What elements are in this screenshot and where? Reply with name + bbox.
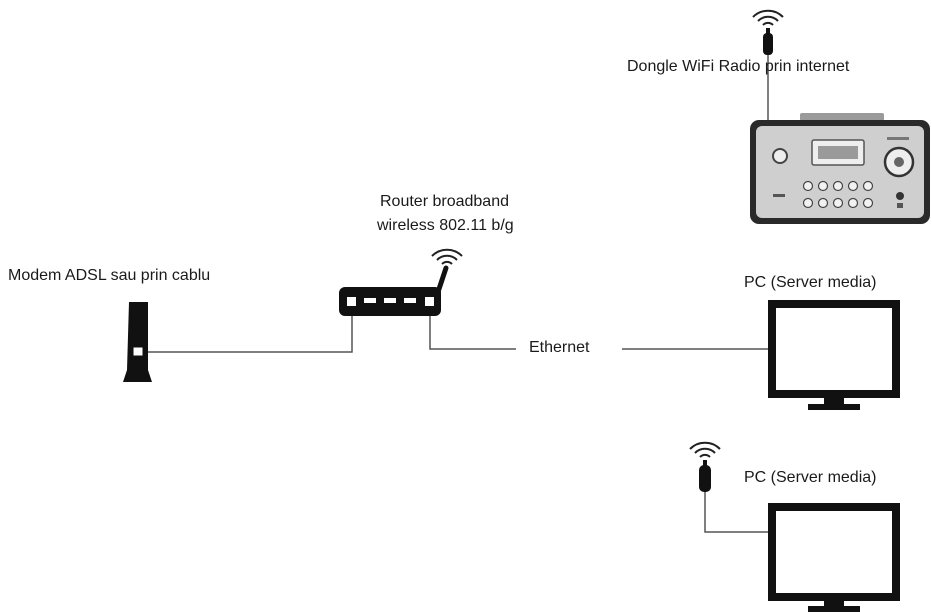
pc-top-label: PC (Server media) bbox=[744, 274, 877, 291]
modem-icon bbox=[123, 302, 152, 382]
router-wifi-signal-icon bbox=[431, 248, 463, 265]
internet-radio-icon bbox=[750, 113, 930, 224]
dongle-radio-label: Dongle WiFi Radio prin internet bbox=[627, 58, 850, 75]
monitor-icon-top bbox=[768, 300, 900, 410]
router-icon bbox=[339, 265, 449, 316]
modem-label: Modem ADSL sau prin cablu bbox=[8, 267, 211, 284]
modem-router-cable bbox=[140, 303, 353, 353]
pc-usb-dongle-icon bbox=[699, 460, 711, 492]
ethernet-label: Ethernet bbox=[529, 339, 590, 356]
usb-pc-cable bbox=[704, 492, 768, 533]
connection-lines bbox=[140, 54, 769, 533]
router-ethernet-cable-left bbox=[429, 303, 516, 350]
radio-wifi-signal-icon bbox=[752, 9, 784, 26]
radio-usb-dongle-icon bbox=[763, 28, 773, 55]
router-label-line1: Router broadband bbox=[380, 193, 509, 210]
pc-bottom-label: PC (Server media) bbox=[744, 469, 877, 486]
pc-wifi-signal-icon bbox=[689, 441, 721, 458]
monitor-icon-bottom bbox=[768, 503, 900, 612]
router-label-line2: wireless 802.11 b/g bbox=[377, 217, 514, 234]
